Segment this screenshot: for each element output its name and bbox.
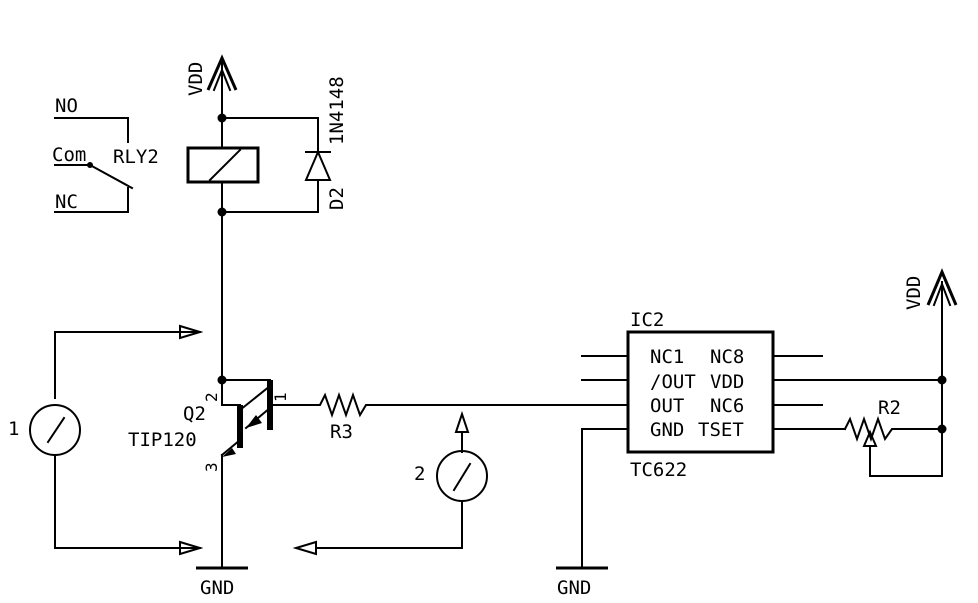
- ic-pin-gnd: GND: [650, 419, 684, 441]
- transistor-q2: [220, 379, 306, 569]
- q-pin-base: 1: [271, 392, 290, 402]
- probe-1: [29, 324, 204, 556]
- relay-nc-label: NC: [55, 191, 78, 213]
- q-ref-label: Q2: [183, 403, 206, 425]
- probe-1-label: 1: [8, 418, 19, 440]
- ic-tc622: [581, 330, 943, 569]
- vdd-right-symbol: [926, 268, 958, 477]
- ic-ref-label: IC2: [630, 309, 664, 331]
- ic-part-label: TC622: [630, 459, 687, 481]
- diode-part-label: 1N4148: [326, 76, 348, 145]
- probe-2: [292, 410, 488, 556]
- relay-contacts: [54, 117, 134, 213]
- vdd-left-symbol: [206, 54, 238, 119]
- junction-dot: [937, 375, 947, 385]
- vdd-left-label: VDD: [185, 62, 207, 96]
- ic-pin-nc1: NC1: [650, 346, 684, 368]
- vdd-right-label: VDD: [903, 276, 925, 310]
- r3-label: R3: [330, 421, 353, 443]
- r2-label: R2: [878, 397, 901, 419]
- ic-pin-nc6: NC6: [710, 395, 744, 417]
- q-pin-collector: 2: [202, 392, 221, 402]
- relay-ref-label: RLY2: [113, 146, 159, 168]
- relay-com-label: Com: [52, 144, 86, 166]
- potentiometer-r2: [843, 415, 943, 477]
- gnd-left-label: GND: [200, 577, 234, 599]
- q-part-label: TIP120: [128, 429, 197, 451]
- ic-pin-out-bar: /OUT: [650, 371, 696, 393]
- gnd-mid-label: GND: [557, 577, 591, 599]
- relay-coil: [186, 117, 260, 213]
- relay-no-label: NO: [55, 95, 78, 117]
- ic-pin-tset: TSET: [698, 419, 744, 441]
- probe-2-label: 2: [414, 463, 425, 485]
- ic-pin-out: OUT: [650, 395, 684, 417]
- ic-pin-nc8: NC8: [710, 346, 744, 368]
- diode-ref-label: D2: [326, 187, 348, 210]
- junction-dot: [217, 113, 227, 123]
- q-pin-emitter: 3: [202, 462, 221, 472]
- flyback-diode: [221, 117, 332, 213]
- ic-pin-vdd: VDD: [710, 371, 744, 393]
- resistor-r3: [304, 391, 629, 419]
